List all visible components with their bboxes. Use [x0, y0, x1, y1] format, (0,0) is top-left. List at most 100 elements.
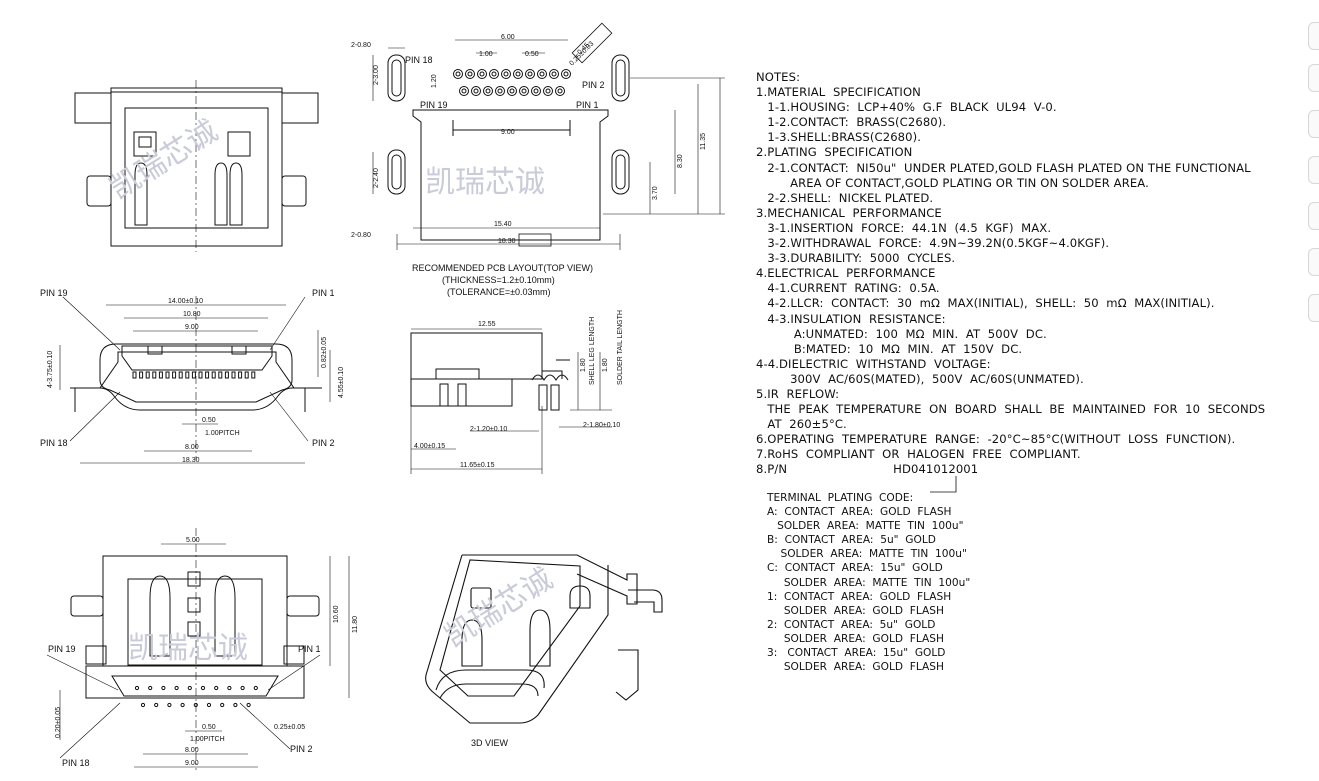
pcb-pad	[555, 86, 565, 96]
bottom-contact	[200, 685, 206, 691]
right-edge-toolbar	[1306, 14, 1319, 334]
pcb-thickness: (THICKNESS=1.2±0.10mm)	[442, 275, 555, 285]
sidebar-button-1[interactable]	[1308, 22, 1319, 50]
dim-500: 5.00	[186, 537, 200, 544]
pcb-pad	[495, 86, 505, 96]
dim-120: 1.20	[431, 74, 438, 88]
front-contact	[244, 371, 249, 379]
front-labels: PIN 19 PIN 1 PIN 18 PIN 2 14.00±0.10 10.…	[40, 288, 345, 464]
bottom-contact	[187, 685, 192, 691]
watermark-1: 凯瑞芯诚	[104, 114, 224, 207]
note-line: 1.MATERIAL SPECIFICATION	[756, 85, 921, 100]
note-line: 4-3.INSULATION RESISTANCE:	[756, 311, 946, 326]
pcb-pad	[507, 86, 517, 96]
pcb-pad	[513, 69, 523, 79]
sidebar-button-3[interactable]	[1308, 110, 1319, 138]
pcb-pad-hole	[539, 71, 545, 77]
plating-code-line: SOLDER AREA: GOLD FLASH	[767, 661, 944, 674]
bottom-dimension-lines	[46, 543, 350, 768]
pcb-pad-hole	[503, 71, 509, 77]
pcb-pad	[483, 86, 493, 96]
front-contact	[139, 371, 144, 379]
note-line: AT 260±5°C.	[756, 417, 847, 432]
front-contact	[158, 371, 163, 379]
pcb-layout-view	[387, 54, 630, 241]
pcb-pad-hole	[563, 71, 569, 77]
bottom-pin19-label: PIN 19	[48, 644, 76, 654]
plating-code-line: C: CONTACT AREA: 15u" GOLD	[767, 562, 943, 575]
watermark-3: 凯瑞芯诚	[128, 631, 248, 666]
pcb-pad	[531, 86, 541, 96]
bottom-contact	[154, 702, 159, 708]
bottom-contact	[227, 685, 232, 691]
sidebar-button-2[interactable]	[1308, 64, 1319, 92]
dim-100pitch: 1.00PITCH	[205, 430, 240, 437]
bottom-contact	[246, 702, 251, 708]
bottom-contact	[180, 702, 185, 708]
bottom-contact	[214, 685, 219, 691]
note-line: 4-4.DIELECTRIC WITHSTAND VOLTAGE:	[756, 356, 991, 371]
front-contact	[165, 371, 170, 379]
pcb-pad	[471, 86, 481, 96]
note-line: A:UNMATED: 100 MΩ MIN. AT 500V DC.	[756, 326, 1047, 341]
plating-code-line: SOLDER AREA: MATTE TIN 100u"	[767, 576, 971, 589]
dim-2x180: 2-1.80±0.10	[583, 422, 620, 429]
dim-1830: 18.30	[498, 238, 516, 245]
dim-100: 1.00	[479, 51, 493, 58]
front-pin19-label: PIN 19	[40, 288, 68, 298]
dim-020: 0.20±0.05	[55, 707, 62, 738]
projection-symbol	[518, 233, 552, 247]
bottom-contact	[206, 702, 212, 708]
front-contact	[198, 371, 203, 379]
plating-code-line: A: CONTACT AREA: GOLD FLASH	[767, 506, 952, 519]
pcb-pad-array	[453, 69, 571, 96]
front-contact	[145, 371, 150, 379]
bottom-contact	[253, 685, 258, 691]
dim-1165: 11.65±0.15	[460, 462, 495, 469]
dim-100pitch-b: 1.00PITCH	[190, 736, 225, 743]
note-line: 8.P/N HD041012001	[756, 462, 979, 477]
dim-830: 8.30	[677, 154, 684, 168]
notes-block: NOTES:1.MATERIAL SPECIFICATION 1-1.HOUSI…	[756, 70, 1304, 478]
note-line: 1-2.CONTACT: BRASS(C2680).	[756, 115, 947, 130]
front-contact	[218, 371, 223, 379]
pcb-pad-hole	[461, 88, 467, 94]
plating-code-line: SOLDER AREA: MATTE TIN 100u"	[767, 520, 964, 533]
sidebar-button-4[interactable]	[1308, 156, 1319, 184]
pcb-title: RECOMMENDED PCB LAYOUT(TOP VIEW)	[412, 263, 593, 273]
sidebar-button-7[interactable]	[1308, 294, 1319, 322]
solder-tail-length: SOLDER TAIL LENGTH	[617, 310, 624, 385]
note-line: B:MATED: 10 MΩ MIN. AT 150V DC.	[756, 341, 1023, 356]
front-contact	[191, 371, 196, 379]
sidebar-button-6[interactable]	[1308, 248, 1319, 276]
pcb-pad	[519, 86, 529, 96]
dim-900b: 9.00	[185, 760, 199, 767]
front-contact	[238, 371, 243, 379]
front-contact	[132, 371, 137, 379]
dim-180b: 1.80	[602, 358, 609, 372]
dim-1180: 11.80	[352, 616, 359, 633]
pcb-pad-hole	[455, 71, 461, 77]
plating-code-line: 3: CONTACT AREA: 15u" GOLD	[767, 647, 946, 660]
note-line: 4.ELECTRICAL PERFORMANCE	[756, 266, 936, 281]
dim-600: 6.00	[501, 34, 515, 41]
dim-025b: 0.25±0.05	[274, 724, 305, 731]
dim-050b: 0.50	[202, 724, 216, 731]
pcb-pad-hole	[479, 71, 485, 77]
plating-code-block: TERMINAL PLATING CODE:A: CONTACT AREA: G…	[767, 491, 1067, 674]
dim-1540: 15.40	[494, 221, 512, 228]
pcb-pad	[465, 69, 475, 79]
connector-top-view	[74, 80, 319, 252]
dim-082: 0.82±0.05	[321, 337, 328, 368]
sidebar-button-5[interactable]	[1308, 202, 1319, 230]
dim-2x080-bot: 2-0.80	[351, 232, 371, 239]
note-line: THE PEAK TEMPERATURE ON BOARD SHALL BE M…	[756, 402, 1266, 417]
side-dimension-lines	[410, 328, 612, 474]
pcb-labels: 2-0.80 2-3.00 PIN 18 PIN 19 PIN 2 PIN 1 …	[351, 34, 707, 297]
note-line: 5.IR REFLOW:	[756, 386, 840, 401]
pcb-pad-hole	[491, 71, 497, 77]
pcb-pad	[489, 69, 499, 79]
connector-bottom-view	[70, 528, 320, 770]
note-line: NOTES:	[756, 70, 801, 84]
